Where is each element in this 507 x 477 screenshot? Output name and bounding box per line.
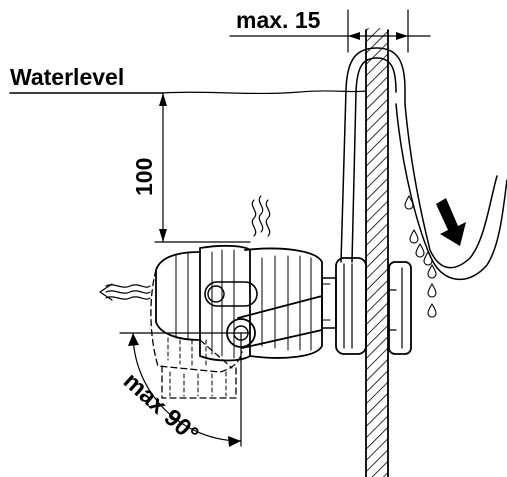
depth-dimension: 100 [131, 92, 251, 243]
outer-magnet [388, 261, 412, 355]
water-drop-icon [409, 229, 419, 244]
depth-label: 100 [131, 158, 157, 196]
max-width-label: max. 15 [236, 7, 321, 33]
water-drop-icon [415, 243, 425, 258]
water-drop-icon [427, 283, 437, 298]
water-drop-icon [423, 251, 433, 266]
rotated-pump-outline [150, 269, 243, 399]
inner-magnet-mount [321, 257, 367, 355]
tank-wall [365, 28, 389, 477]
magnet-holder-clip [340, 47, 507, 281]
water-drop-icon [427, 264, 437, 279]
max-width-dimension: max. 15 [229, 7, 431, 53]
flow-arrow-icon [99, 283, 151, 301]
water-drop-icon [427, 303, 437, 318]
water-drop-icon [404, 195, 414, 210]
drip-arrow-icon [436, 198, 466, 246]
water-level-label: Waterlevel [10, 64, 124, 90]
water-drops [404, 195, 437, 318]
water-level: Waterlevel [9, 64, 367, 95]
heat-wave-icon [251, 195, 271, 237]
max-angle-label: max 90° [118, 367, 204, 448]
